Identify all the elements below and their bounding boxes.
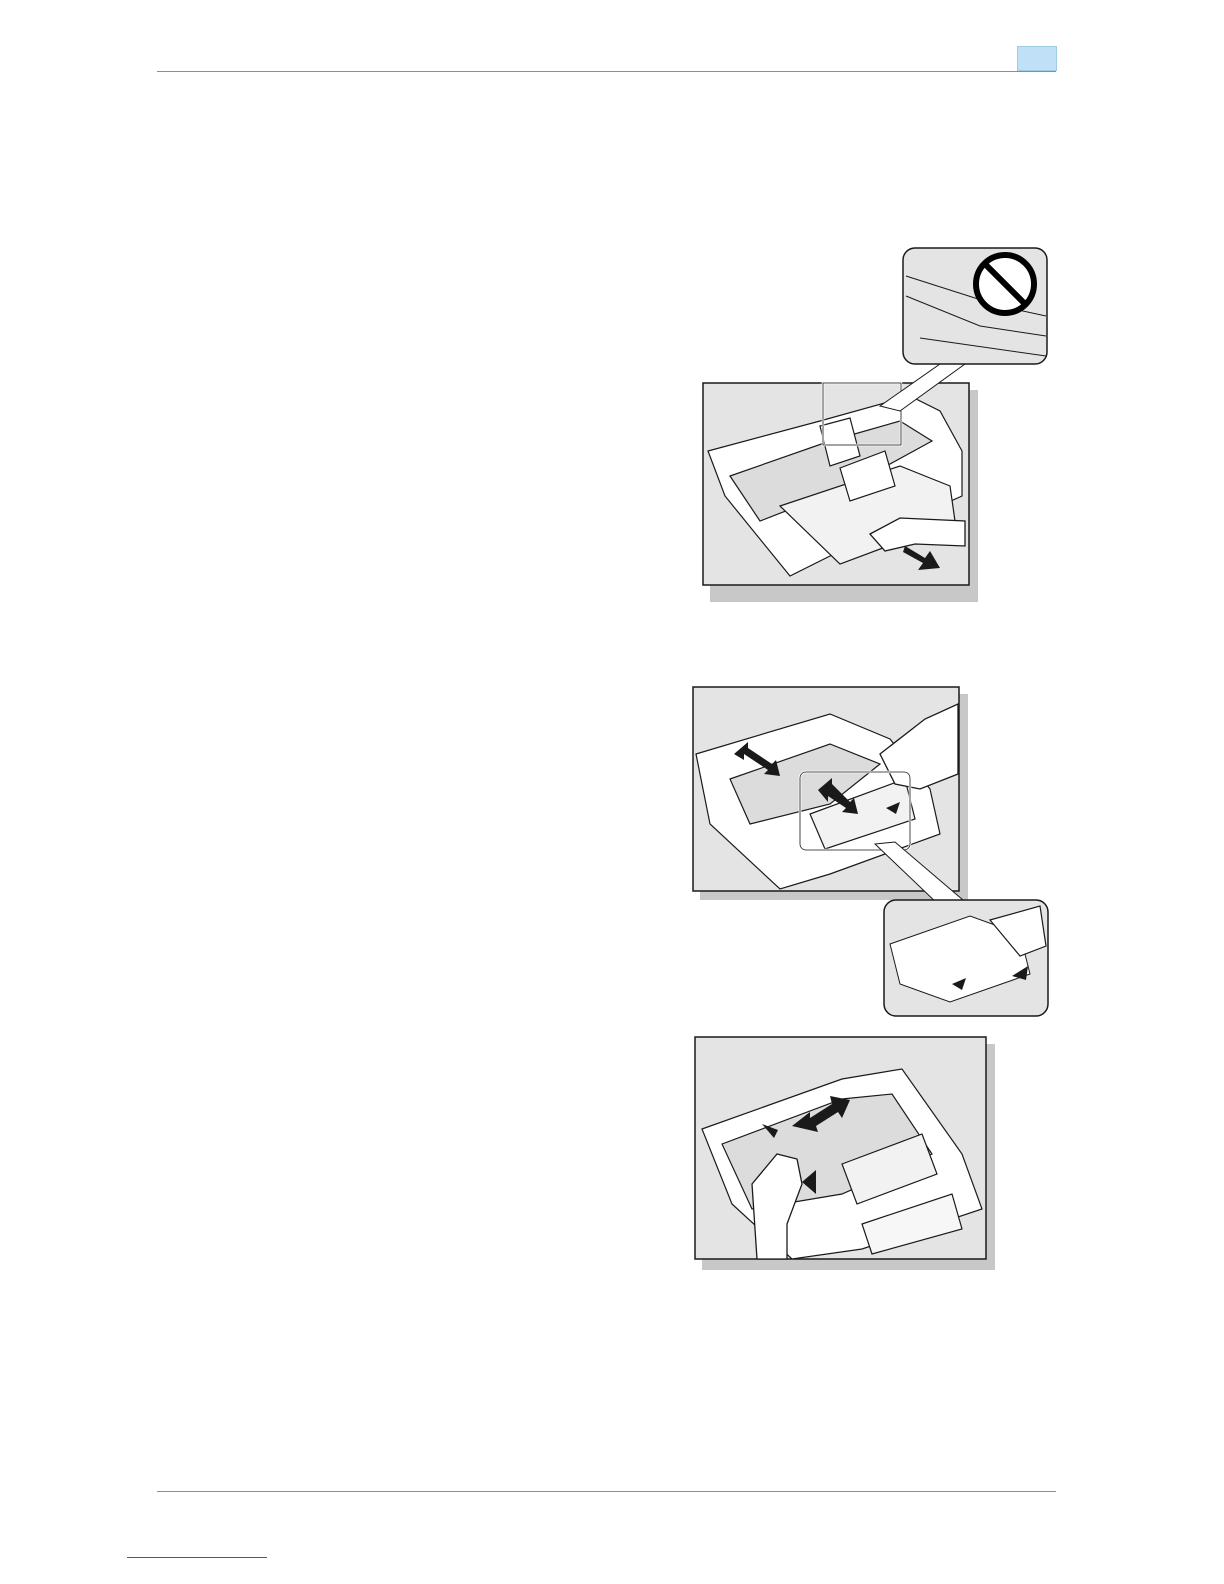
- chapter-tab-marker: [1017, 46, 1057, 71]
- footer-rule: [157, 1491, 1056, 1492]
- illustration-guide-squeeze: [690, 684, 1052, 1020]
- header-rule: [157, 71, 1056, 72]
- illustration-guide-slide: [692, 1034, 1002, 1274]
- illustration-tray-pull-out: [700, 246, 1050, 606]
- footnote-rule: [127, 1557, 267, 1558]
